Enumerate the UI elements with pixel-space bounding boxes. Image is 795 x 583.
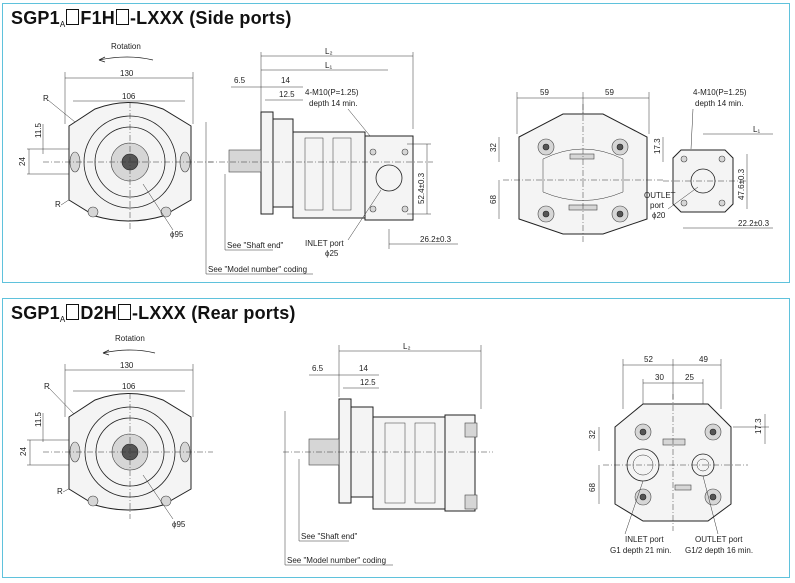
inlet-port-icon <box>375 164 403 192</box>
dim-49: 49 <box>699 355 708 364</box>
dim-11-5-2: 11.5 <box>34 411 43 427</box>
outlet-port-label: OUTLET <box>644 191 676 200</box>
dim-130-2: 130 <box>120 361 134 370</box>
dim-52-4: 52.4±0.3 <box>417 172 426 204</box>
see-shaft-end: See "Shaft end" <box>227 241 284 250</box>
bolt-hole-icon <box>160 206 172 218</box>
dim-17-3-2: 17.3 <box>754 418 763 434</box>
bolt-hole-icon <box>87 495 99 507</box>
rotation-label: Rotation <box>111 42 141 51</box>
dim-106-2: 106 <box>122 382 136 391</box>
label-r-top-2: R <box>44 382 50 391</box>
dim-6-5-2: 6.5 <box>312 364 324 373</box>
rear-view-2: 52 49 30 25 32 68 <box>588 355 769 555</box>
bolt-hole-icon <box>87 206 99 218</box>
outlet-port-label2: port <box>650 201 665 210</box>
rear-view: 59 59 32 68 17.3 <box>489 88 664 244</box>
inlet-dia: ϕ25 <box>325 249 339 258</box>
dim-17-3: 17.3 <box>653 138 662 154</box>
dim-59-right: 59 <box>605 88 614 97</box>
rotation-arrow <box>98 56 154 61</box>
outlet-bolt-depth: depth 14 min. <box>695 99 743 108</box>
dim-32-2: 32 <box>588 430 597 439</box>
dim-phi95: ϕ95 <box>170 230 184 239</box>
mount-flange <box>260 111 274 215</box>
dim-106: 106 <box>122 92 136 101</box>
inlet-port-label-2: INLET port <box>625 535 664 544</box>
dim-l2: L₂ <box>325 47 333 56</box>
dim-52: 52 <box>644 355 653 364</box>
dim-6-5: 6.5 <box>234 76 246 85</box>
bolt-spec: 4-M10(P=1.25) <box>305 88 359 97</box>
gear-housing <box>292 131 366 219</box>
bolt-hole-icon <box>160 495 172 507</box>
dim-68-2: 68 <box>588 483 597 492</box>
dim-12-5: 12.5 <box>279 90 295 99</box>
dim-11-5: 11.5 <box>34 122 43 138</box>
mount-flange-2 <box>338 398 352 504</box>
side-view-2: L₂ 6.5 14 12.5 See "Shaft end" See "Mode… <box>283 342 493 566</box>
side-ports-drawing: Rotation 130 106 R R 11.5 24 <box>18 42 773 275</box>
dim-l2-2: L₂ <box>403 342 411 351</box>
outlet-flange <box>672 149 734 213</box>
rear-ports-drawing: Rotation 130 106 R R 11.5 24 <box>19 334 769 566</box>
dim-59-left: 59 <box>540 88 549 97</box>
outlet-port-label-2: OUTLET port <box>695 535 743 544</box>
label-r-top: R <box>43 94 49 103</box>
dim-phi95-2: ϕ95 <box>172 520 186 529</box>
front-view-2: Rotation 130 106 R R 11.5 24 <box>19 334 213 529</box>
dim-47-6: 47.6±0.3 <box>737 168 746 200</box>
front-view: Rotation 130 106 R R 11.5 24 <box>18 42 213 239</box>
side-view: L₂ L₁ 6.5 14 12.5 4-M10(P=1.25) depth 14… <box>205 47 458 275</box>
dim-68: 68 <box>489 195 498 204</box>
bolt-depth: depth 14 min. <box>309 99 357 108</box>
dim-24: 24 <box>18 157 27 166</box>
outlet-thread: G1/2 depth 16 min. <box>685 546 753 555</box>
dim-l1: L₁ <box>325 61 332 70</box>
dim-130: 130 <box>120 69 134 78</box>
inlet-thread: G1 depth 21 min. <box>610 546 671 555</box>
dim-32: 32 <box>489 143 498 152</box>
label-r-bottom: R <box>55 200 61 209</box>
see-model-number: See "Model number" coding <box>208 265 307 274</box>
inlet-port-label: INLET port <box>305 239 344 248</box>
dim-12-5-2: 12.5 <box>360 378 376 387</box>
front-cover <box>272 118 294 208</box>
dim-14-2: 14 <box>359 364 368 373</box>
shaft <box>228 149 262 173</box>
outlet-bolt-spec: 4-M10(P=1.25) <box>693 88 747 97</box>
rotation-label-2: Rotation <box>115 334 145 343</box>
dim-l1-outlet: L₁ <box>753 125 760 134</box>
see-model-number-2: See "Model number" coding <box>287 556 386 565</box>
outlet-detail: 4-M10(P=1.25) depth 14 min. L₁ 47.6±0.3 … <box>644 88 773 229</box>
dim-24-2: 24 <box>19 447 28 456</box>
dim-25: 25 <box>685 373 694 382</box>
dim-26-2: 26.2±0.3 <box>420 235 452 244</box>
dim-30: 30 <box>655 373 664 382</box>
outlet-dia: ϕ20 <box>652 211 666 220</box>
see-shaft-end-2: See "Shaft end" <box>301 532 358 541</box>
label-r-bottom-2: R <box>57 487 63 496</box>
dim-14: 14 <box>281 76 290 85</box>
dim-22-2: 22.2±0.3 <box>738 219 770 228</box>
